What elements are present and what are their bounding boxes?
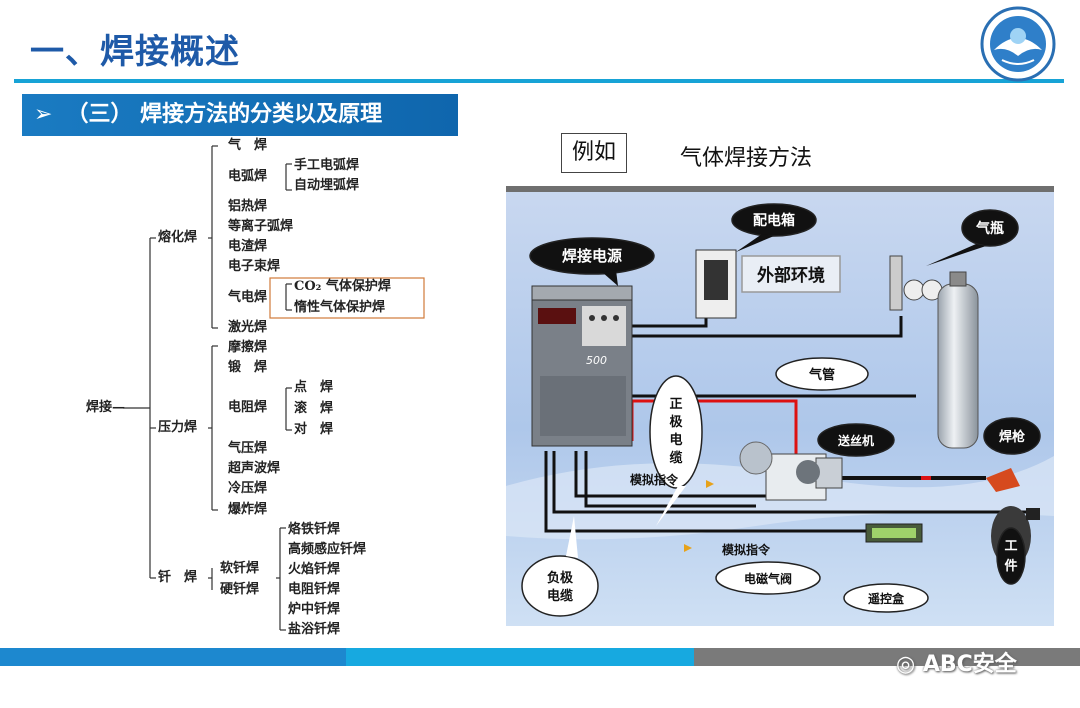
section-label: （三） 焊接方法的分类以及原理 xyxy=(66,102,383,127)
watermark-label: ◎ ABC安全 xyxy=(896,652,1017,677)
analog-command-label: 模拟指令 xyxy=(722,542,771,557)
safety-logo-icon xyxy=(980,6,1056,82)
example-text: 气体焊接方法 xyxy=(680,146,813,171)
tree-fusion-label: 熔化焊 xyxy=(158,230,198,245)
arrow-icon: ➢ xyxy=(34,102,53,127)
page-title: 一、焊接概述 xyxy=(30,32,240,72)
negative-cable-label: 负极 xyxy=(547,570,574,586)
tree-subitem: 惰性气体保护焊 xyxy=(294,300,386,315)
tree-subitem: 盐浴钎焊 xyxy=(288,622,341,637)
analog-command-label: 模拟指令 xyxy=(630,472,679,487)
negative-cable-label: 电缆 xyxy=(547,588,573,604)
section-header: ➢ （三） 焊接方法的分类以及原理 xyxy=(22,94,458,136)
tree-item: 激光焊 xyxy=(228,320,268,335)
tree-item: 软钎焊 xyxy=(220,561,260,576)
solenoid-valve-label: 电磁气阀 xyxy=(744,571,792,586)
tree-item: 气压焊 xyxy=(228,441,268,456)
tree-subitem: 高频感应钎焊 xyxy=(288,542,367,557)
tree-item: 超声波焊 xyxy=(228,461,281,476)
tree-subitem: 烙铁钎焊 xyxy=(288,522,341,537)
power-source-label: 焊接电源 xyxy=(562,247,622,265)
gas-hose-label: 气管 xyxy=(809,367,835,383)
tree-brazing-label: 钎 焊 xyxy=(158,570,198,585)
tree-subitem: 滚 焊 xyxy=(294,401,334,416)
tree-subitem: 电阻钎焊 xyxy=(288,582,341,597)
machine-model-label: 500 xyxy=(586,354,607,367)
tree-item: 锻 焊 xyxy=(228,360,268,375)
tree-item: 电阻焊 xyxy=(228,400,268,415)
tree-item: 等离子弧焊 xyxy=(228,219,294,234)
example-tag: 例如 xyxy=(561,133,627,173)
gas-welding-system-diagram: 500 焊接电源 xyxy=(506,186,1054,626)
footer-bar xyxy=(0,648,1080,666)
title-divider xyxy=(14,79,1064,83)
positive-cable-label: 缆 xyxy=(669,450,682,466)
tree-item: 爆炸焊 xyxy=(228,502,268,517)
tree-subitem: 对 焊 xyxy=(294,422,334,437)
distribution-box-label: 配电箱 xyxy=(753,212,795,229)
workpiece-label: 工 xyxy=(1004,539,1017,554)
tree-subitem: 炉中钎焊 xyxy=(288,602,341,617)
welding-classification-tree: 焊接— 熔化焊 气 焊 电弧焊 手工电弧焊 自动埋弧焊 铝热焊 等离子弧焊 电渣… xyxy=(80,138,430,643)
tree-subitem: 点 焊 xyxy=(294,380,334,395)
wire-feeder-label: 送丝机 xyxy=(837,433,874,448)
tree-subitem: 自动埋弧焊 xyxy=(294,178,360,193)
gas-cylinder-label: 气瓶 xyxy=(975,220,1004,237)
tree-item: 铝热焊 xyxy=(228,199,268,214)
tree-item: 硬钎焊 xyxy=(220,582,260,597)
positive-cable-label: 极 xyxy=(669,414,683,430)
tree-item: 气 焊 xyxy=(228,138,268,153)
tree-item: 气电焊 xyxy=(228,290,268,305)
tree-root: 焊接— xyxy=(86,400,126,415)
tree-item: 电渣焊 xyxy=(228,239,268,254)
tree-brackets xyxy=(123,145,425,631)
tree-item: 冷压焊 xyxy=(228,481,268,496)
tree-pressure-label: 压力焊 xyxy=(158,420,198,435)
remote-box-label: 遥控盒 xyxy=(868,591,905,606)
positive-cable-label: 正 xyxy=(669,397,682,412)
tree-subitem: 火焰钎焊 xyxy=(288,562,341,577)
wechat-icon: ◎ xyxy=(896,652,923,677)
tree-item: 摩擦焊 xyxy=(228,340,268,355)
tree-item: 电子束焊 xyxy=(228,259,281,274)
workpiece-label: 件 xyxy=(1004,558,1017,574)
positive-cable-label: 电 xyxy=(669,432,682,448)
tree-subitem: 手工电弧焊 xyxy=(294,158,360,173)
environment-label: 外部环境 xyxy=(757,265,825,286)
tree-subitem: CO₂ 气体保护焊 xyxy=(294,279,391,294)
torch-label: 焊枪 xyxy=(999,429,1025,445)
tree-item: 电弧焊 xyxy=(228,169,268,184)
